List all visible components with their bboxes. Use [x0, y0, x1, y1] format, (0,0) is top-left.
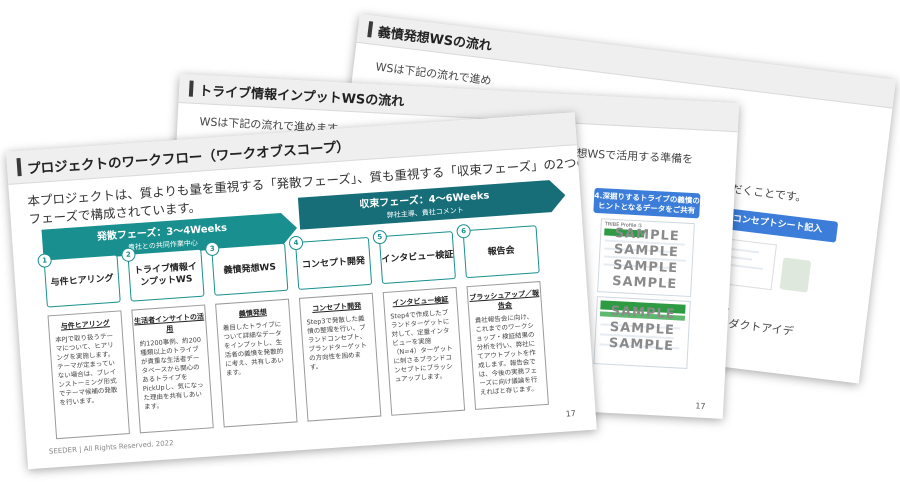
step-description: コンセプト開発 Step3で発散した義憤の整理を行い、ブランドコンセプト、ブラン…: [298, 292, 382, 422]
page-number: 17: [565, 408, 577, 419]
step-ideation-ws: 義憤発想WS: [211, 242, 289, 296]
step-report: 報告会: [462, 225, 540, 279]
page-number: 17: [695, 401, 706, 411]
step-description: 生活者インサイトの活用 約1200事例、約200種類以上のトライブが貴重な生活者…: [131, 304, 214, 434]
diverge-phase-arrow: [41, 212, 298, 262]
step-interview: インタビュー検証: [378, 231, 456, 285]
step-tribe-input-ws: トライブ情報インプットWS: [127, 248, 205, 302]
description-body: 約1200事例、約200種類以上のトライブが貴重な生活者データベースから関心のあ…: [139, 335, 204, 411]
header-accent: [188, 80, 194, 97]
share-data-step: 4.深掘りするトライブの義憤のヒントとなるデータをご共有: [593, 187, 701, 219]
step-hearing: 与件ヒアリング: [43, 254, 121, 308]
concept-sheet-button: コンセプトシート記入: [716, 207, 839, 243]
slide-text: WSは下記の流れで進め: [374, 60, 493, 88]
slide-title: トライブ情報インプットWSの流れ: [198, 84, 405, 110]
description-body: 着目したトライブについて詳細なデータをインプットし、生活者の義憤を発散的に考え、…: [222, 320, 284, 378]
description-body: Step3で発散した義憤の整理を行い、ブランドコンセプト、ブランドターゲットの方…: [306, 314, 368, 372]
slide-text: だくことです。: [730, 182, 808, 205]
converge-phase-arrow: [297, 180, 566, 230]
description-body: Step4で作成したブランドターゲットに対して、定量インタビューを実施（N=4）…: [390, 308, 454, 384]
step-description: インタビュー検証 Step4で作成したブランドターゲットに対して、定量インタビュ…: [382, 286, 466, 416]
description-body: 貴社報告会に向け、これまでのワークショップ・検証結果の分析を行い、弊社にてアウト…: [474, 312, 538, 397]
header-accent: [367, 21, 374, 38]
slide-project-workflow: プロジェクトのワークフロー（ワークオブスコープ） 本プロジェクトは、質よりも量を…: [6, 112, 597, 470]
step-description: ブラッシュアップ／報告会 貴社報告会に向け、これまでのワークショップ・検証結果の…: [466, 281, 549, 410]
step-concept-dev: コンセプト開発: [294, 236, 373, 290]
tribe-profile-thumbnail: TRIBE Profile ① SAMPLE SAMPLE SAMPLE SAM…: [597, 218, 695, 298]
step-description: 義憤発想 着目したトライブについて詳細なデータをインプットし、生活者の義憤を発散…: [215, 298, 298, 428]
slide-text: 想WSで活用する準備を: [576, 146, 694, 166]
step-description: 与件ヒアリング 本PJで取り扱うテーマについて、ヒアリングを実施します。テーマが…: [47, 310, 130, 440]
phase-arrows: [41, 180, 566, 262]
tribe-data-thumbnail: SAMPLE SAMPLE SAMPLE: [593, 296, 691, 369]
person-photo: [779, 257, 812, 293]
description-body: 本PJで取り扱うテーマについて、ヒアリングを実施します。テーマが定まっていない場…: [54, 331, 118, 407]
slide-title: 義憤発想WSの流れ: [376, 25, 493, 55]
